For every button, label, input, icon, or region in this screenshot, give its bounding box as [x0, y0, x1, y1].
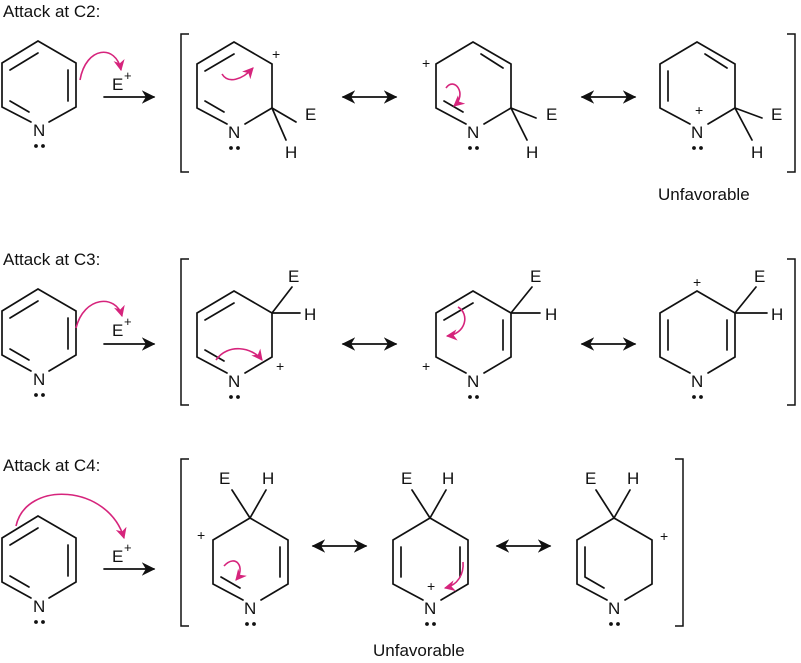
- plus-charge: +: [422, 358, 430, 374]
- plus-charge: +: [660, 528, 668, 544]
- left-bracket: [180, 258, 189, 406]
- hydrogen-label: H: [262, 469, 274, 488]
- curved-electron-arrow-icon: [223, 560, 247, 581]
- c4-resonance-1: + N E H: [197, 469, 289, 626]
- hydrogen-label: H: [627, 469, 639, 488]
- electrophile-charge: +: [124, 314, 132, 329]
- pyridine-reactant-c3: N: [1, 288, 125, 397]
- curved-electron-arrow-icon: [443, 561, 464, 592]
- hydrogen-label: H: [771, 305, 783, 324]
- curved-electron-arrow-icon: [75, 300, 125, 329]
- pyridine-reactant-c2: N: [1, 40, 125, 148]
- c3-resonance-3: + N E H: [659, 267, 783, 399]
- nitrogen-label: N: [244, 599, 256, 618]
- hydrogen-label: H: [526, 143, 538, 162]
- electrophile-label: E: [546, 105, 557, 124]
- plus-charge: +: [693, 274, 701, 290]
- hydrogen-label: H: [751, 143, 763, 162]
- nitrogen-label: N: [424, 599, 436, 618]
- electrophile-label: E: [754, 267, 765, 286]
- hydrogen-label: H: [545, 305, 557, 324]
- curved-electron-arrow-icon: [221, 67, 254, 81]
- nitrogen-label: N: [608, 599, 620, 618]
- right-bracket: [787, 258, 796, 406]
- row-attack-c3: Attack at C3: N E + + N E H +: [1, 250, 796, 406]
- heading-attack-c4: Attack at C4:: [3, 456, 100, 475]
- nitrogen-label: N: [691, 123, 703, 142]
- c4-unfavorable-note: Unfavorable: [373, 641, 465, 660]
- nitrogen-label: N: [467, 372, 479, 391]
- curved-electron-arrow-icon: [79, 51, 125, 81]
- plus-charge: +: [427, 578, 435, 594]
- right-bracket: [675, 458, 684, 627]
- row-attack-c2: Attack at C2: N E + + N E H: [1, 2, 796, 204]
- nitrogen-label: N: [228, 372, 240, 391]
- curved-electron-arrow-icon: [445, 83, 466, 107]
- c2-resonance-3: + N E H: [659, 41, 782, 162]
- nitrogen-label: N: [228, 123, 240, 142]
- plus-charge: +: [272, 46, 280, 62]
- row-attack-c4: Attack at C4: N E + + N E H +: [1, 456, 684, 660]
- electrophile-label: E: [305, 105, 316, 124]
- plus-charge: +: [422, 55, 430, 71]
- c2-resonance-2: + N E H: [422, 41, 557, 162]
- c4-resonance-3: + N E H: [576, 469, 668, 626]
- electrophile-label: E: [288, 267, 299, 286]
- plus-charge: +: [197, 527, 205, 543]
- electrophile-charge: +: [124, 68, 132, 83]
- plus-charge: +: [695, 102, 703, 118]
- nitrogen-label: N: [33, 370, 45, 389]
- electrophile-label: E: [530, 267, 541, 286]
- electrophile-charge: +: [124, 540, 132, 555]
- electrophile-label: E: [585, 469, 596, 488]
- c3-resonance-1: + N E H: [196, 267, 316, 399]
- electrophile-label: E: [401, 469, 412, 488]
- electrophile-label: E: [112, 547, 123, 566]
- c4-resonance-2: + N E H: [392, 469, 469, 626]
- curved-electron-arrow-icon: [215, 347, 263, 361]
- c3-resonance-2: + N E H: [422, 267, 557, 399]
- right-bracket: [787, 33, 796, 173]
- heading-attack-c3: Attack at C3:: [3, 250, 100, 269]
- left-bracket: [180, 458, 189, 627]
- hydrogen-label: H: [304, 305, 316, 324]
- c2-resonance-1: + N E H: [196, 41, 316, 162]
- left-bracket: [180, 33, 189, 173]
- electrophile-label: E: [112, 75, 123, 94]
- hydrogen-label: H: [442, 469, 454, 488]
- curved-electron-arrow-icon: [445, 306, 466, 341]
- pyridine-reactant-c4: N: [1, 493, 127, 624]
- nitrogen-label: N: [33, 121, 45, 140]
- electrophile-label: E: [112, 321, 123, 340]
- curved-electron-arrow-icon: [15, 493, 127, 540]
- electrophile-label: E: [219, 469, 230, 488]
- nitrogen-label: N: [33, 597, 45, 616]
- nitrogen-label: N: [691, 372, 703, 391]
- hydrogen-label: H: [285, 143, 297, 162]
- nitrogen-label: N: [467, 123, 479, 142]
- c2-unfavorable-note: Unfavorable: [658, 185, 750, 204]
- heading-attack-c2: Attack at C2:: [3, 2, 100, 21]
- plus-charge: +: [276, 358, 284, 374]
- electrophile-label: E: [771, 105, 782, 124]
